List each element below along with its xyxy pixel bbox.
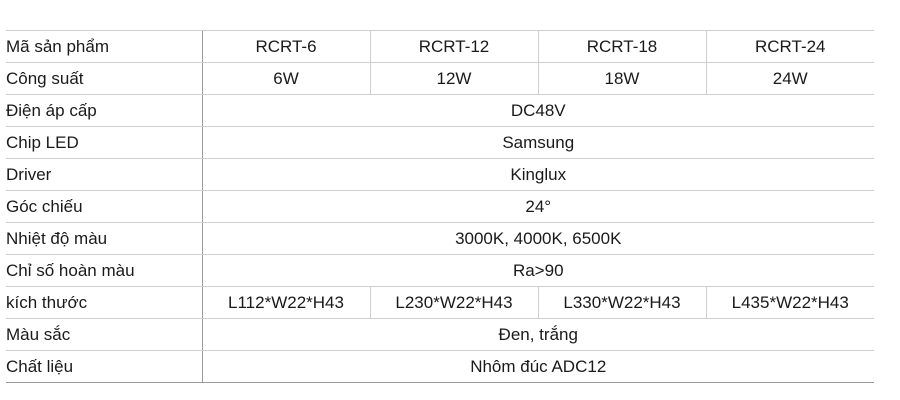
color-cell: Đen, trắng [201,318,874,351]
row-label: Công suất [6,62,202,95]
row-driver: Driver Kinglux [6,158,874,191]
driver-cell: Kinglux [201,158,874,191]
dimension-cell: L330*W22*H43 [537,286,706,319]
dimension-cell: L112*W22*H43 [201,286,370,319]
power-cell: 6W [201,62,370,95]
material-cell: Nhôm đúc ADC12 [201,350,874,383]
row-label: Chỉ số hoàn màu [6,254,202,287]
row-label: Điện áp cấp [6,94,202,127]
product-code-cell: RCRT-12 [369,30,538,63]
row-product-code: Mã sản phẩm RCRT-6 RCRT-12 RCRT-18 RCRT-… [6,30,874,63]
row-label: Chip LED [6,126,202,159]
chip-led-cell: Samsung [201,126,874,159]
row-dimensions: kích thước L112*W22*H43 L230*W22*H43 L33… [6,286,874,319]
row-label: Mã sản phẩm [6,30,202,63]
product-code-cell: RCRT-6 [201,30,370,63]
power-cell: 12W [369,62,538,95]
voltage-cell: DC48V [201,94,874,127]
product-code-cell: RCRT-24 [705,30,874,63]
row-label: Driver [6,158,202,191]
row-label: Góc chiếu [6,190,202,223]
row-voltage: Điện áp cấp DC48V [6,94,874,127]
row-color-rendering-index: Chỉ số hoàn màu Ra>90 [6,254,874,287]
power-cell: 24W [705,62,874,95]
power-cell: 18W [537,62,706,95]
row-color: Màu sắc Đen, trắng [6,318,874,351]
row-label: kích thước [6,286,202,319]
spec-table: Mã sản phẩm RCRT-6 RCRT-12 RCRT-18 RCRT-… [6,30,874,383]
beam-angle-cell: 24° [201,190,874,223]
row-power: Công suất 6W 12W 18W 24W [6,62,874,95]
row-material: Chất liệu Nhôm đúc ADC12 [6,350,874,383]
row-beam-angle: Góc chiếu 24° [6,190,874,223]
row-label: Màu sắc [6,318,202,351]
cri-cell: Ra>90 [201,254,874,287]
row-color-temperature: Nhiệt độ màu 3000K, 4000K, 6500K [6,222,874,255]
dimension-cell: L230*W22*H43 [369,286,538,319]
product-code-cell: RCRT-18 [537,30,706,63]
row-label: Chất liệu [6,350,202,383]
color-temperature-cell: 3000K, 4000K, 6500K [201,222,874,255]
row-label: Nhiệt độ màu [6,222,202,255]
dimension-cell: L435*W22*H43 [705,286,874,319]
row-chip-led: Chip LED Samsung [6,126,874,159]
